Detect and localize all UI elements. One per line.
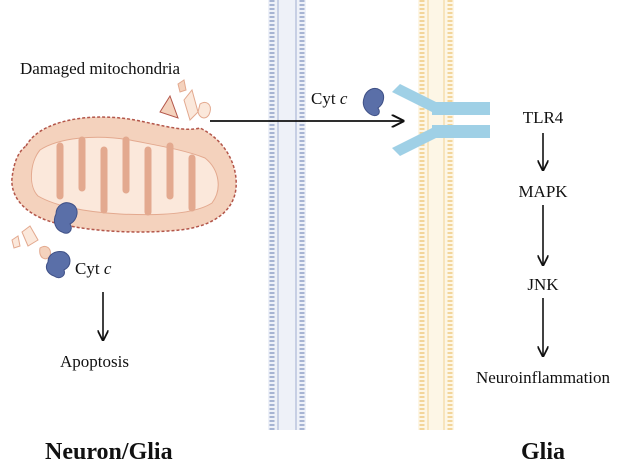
jnk-label: JNK <box>527 275 559 294</box>
neuron-membrane <box>268 0 306 430</box>
cytc-left-label: Cyt c <box>75 259 112 278</box>
cytc-left-prefix: Cyt <box>75 259 104 278</box>
cytc-top-label: Cyt c <box>311 89 348 108</box>
cytochrome-c-icon <box>53 202 78 234</box>
tlr4-receptor-icon <box>392 84 490 156</box>
cytochrome-c-icon <box>45 251 71 279</box>
glia-membrane <box>418 0 454 430</box>
cytochrome-c-icon <box>362 87 385 117</box>
apoptosis-label: Apoptosis <box>60 352 129 371</box>
cytc-top-italic: c <box>340 89 348 108</box>
damaged-mitochondria <box>11 79 237 260</box>
mapk-label: MAPK <box>518 182 568 201</box>
cytc-left-italic: c <box>104 259 112 278</box>
cytc-top-prefix: Cyt <box>311 89 340 108</box>
neuron-glia-heading: Neuron/Glia <box>45 439 173 465</box>
damaged-mitochondria-label: Damaged mitochondria <box>20 59 180 78</box>
neuroinflammation-label: Neuroinflammation <box>476 368 611 387</box>
glia-heading: Glia <box>521 439 565 465</box>
tlr4-label: TLR4 <box>523 108 564 127</box>
